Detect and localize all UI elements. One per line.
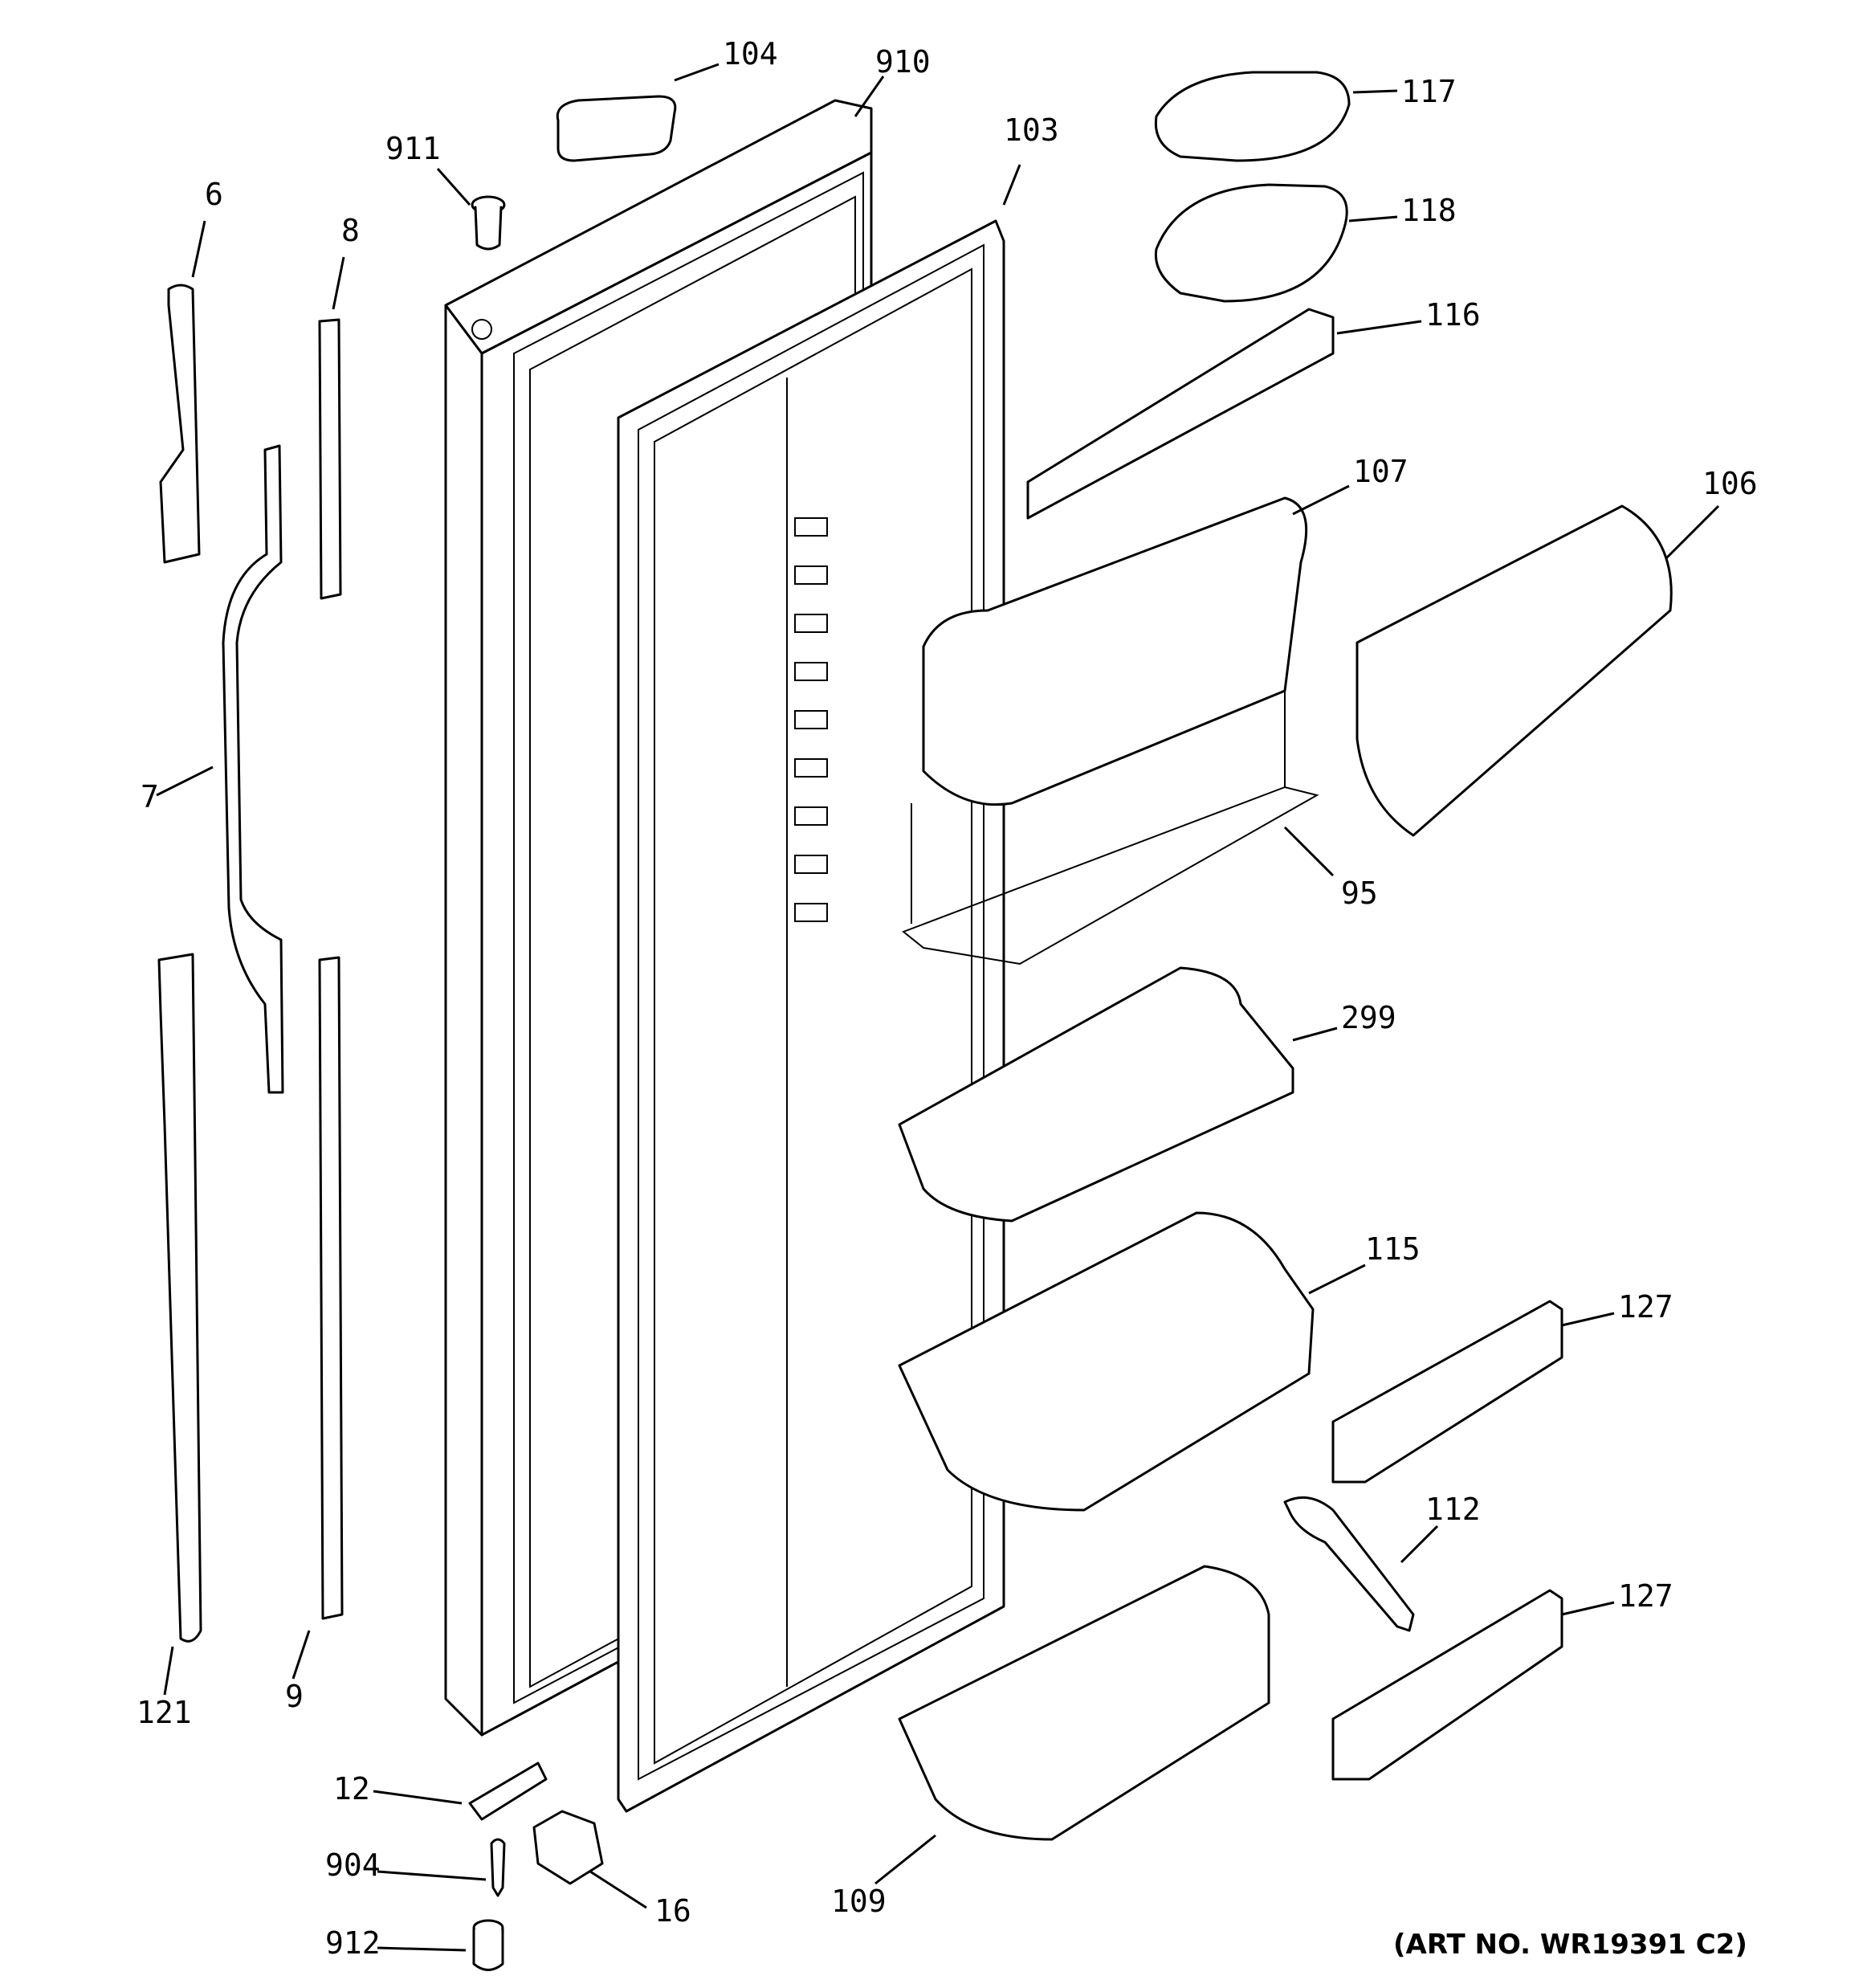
door-bin-107 bbox=[922, 496, 1308, 806]
callout-106: 106 bbox=[1702, 466, 1758, 501]
mounting-strip-9 bbox=[318, 956, 344, 1620]
callout-127-a: 127 bbox=[1618, 1289, 1673, 1325]
callout-299: 299 bbox=[1341, 1000, 1396, 1035]
callout-12: 12 bbox=[333, 1771, 370, 1806]
door-bin-109 bbox=[898, 1565, 1270, 1841]
callout-118: 118 bbox=[1401, 193, 1457, 228]
callout-95: 95 bbox=[1341, 876, 1378, 911]
callout-912: 912 bbox=[325, 1925, 381, 1961]
callout-9: 9 bbox=[285, 1679, 304, 1714]
callout-7: 7 bbox=[141, 779, 159, 814]
hinge-cap-911 bbox=[471, 195, 506, 251]
callout-904: 904 bbox=[325, 1847, 381, 1883]
callout-121: 121 bbox=[137, 1695, 192, 1730]
shelf-rail-116 bbox=[1026, 308, 1335, 520]
screw-904 bbox=[490, 1838, 506, 1897]
shelf-divider-127-a bbox=[1331, 1300, 1563, 1484]
door-gasket bbox=[617, 219, 1005, 1813]
door-bin-299 bbox=[898, 966, 1294, 1223]
shelf-divider-127-b bbox=[1331, 1589, 1563, 1781]
hinge-plate-12 bbox=[468, 1761, 548, 1821]
callout-911: 911 bbox=[385, 131, 441, 166]
callout-6: 6 bbox=[205, 177, 223, 212]
callout-112: 112 bbox=[1425, 1492, 1481, 1527]
callout-107: 107 bbox=[1353, 454, 1408, 489]
shelf-supports bbox=[794, 517, 828, 922]
mounting-strip-8 bbox=[318, 318, 342, 600]
callout-103: 103 bbox=[1004, 112, 1059, 148]
callout-104: 104 bbox=[723, 36, 778, 71]
bottle-clip-112 bbox=[1283, 1496, 1415, 1632]
door-bin-115 bbox=[898, 1211, 1315, 1512]
bin-cover-106 bbox=[1355, 504, 1673, 837]
callout-117: 117 bbox=[1401, 74, 1457, 109]
art-number: (ART NO. WR19391 C2) bbox=[1393, 1929, 1747, 1961]
callout-910: 910 bbox=[875, 44, 931, 80]
callout-8: 8 bbox=[341, 213, 360, 248]
dairy-cover-117 bbox=[1154, 71, 1351, 162]
handle-trim-121 bbox=[157, 953, 202, 1643]
callout-lines bbox=[156, 63, 1720, 1952]
hinge-16 bbox=[532, 1810, 604, 1885]
callout-115: 115 bbox=[1365, 1231, 1421, 1267]
callout-116: 116 bbox=[1425, 297, 1481, 333]
callout-127-b: 127 bbox=[1618, 1578, 1673, 1614]
wire-rack-95 bbox=[902, 691, 1319, 965]
dairy-bin-118 bbox=[1154, 183, 1348, 303]
callout-labels: 104 910 911 103 6 8 7 121 9 117 118 116 … bbox=[137, 36, 1758, 1961]
handle-end-cap-6 bbox=[159, 284, 201, 564]
badge-104 bbox=[556, 95, 677, 162]
hinge-cap-912 bbox=[472, 1919, 504, 1971]
handle-7 bbox=[222, 444, 284, 1094]
callout-16: 16 bbox=[654, 1893, 691, 1929]
callout-109: 109 bbox=[831, 1884, 887, 1919]
